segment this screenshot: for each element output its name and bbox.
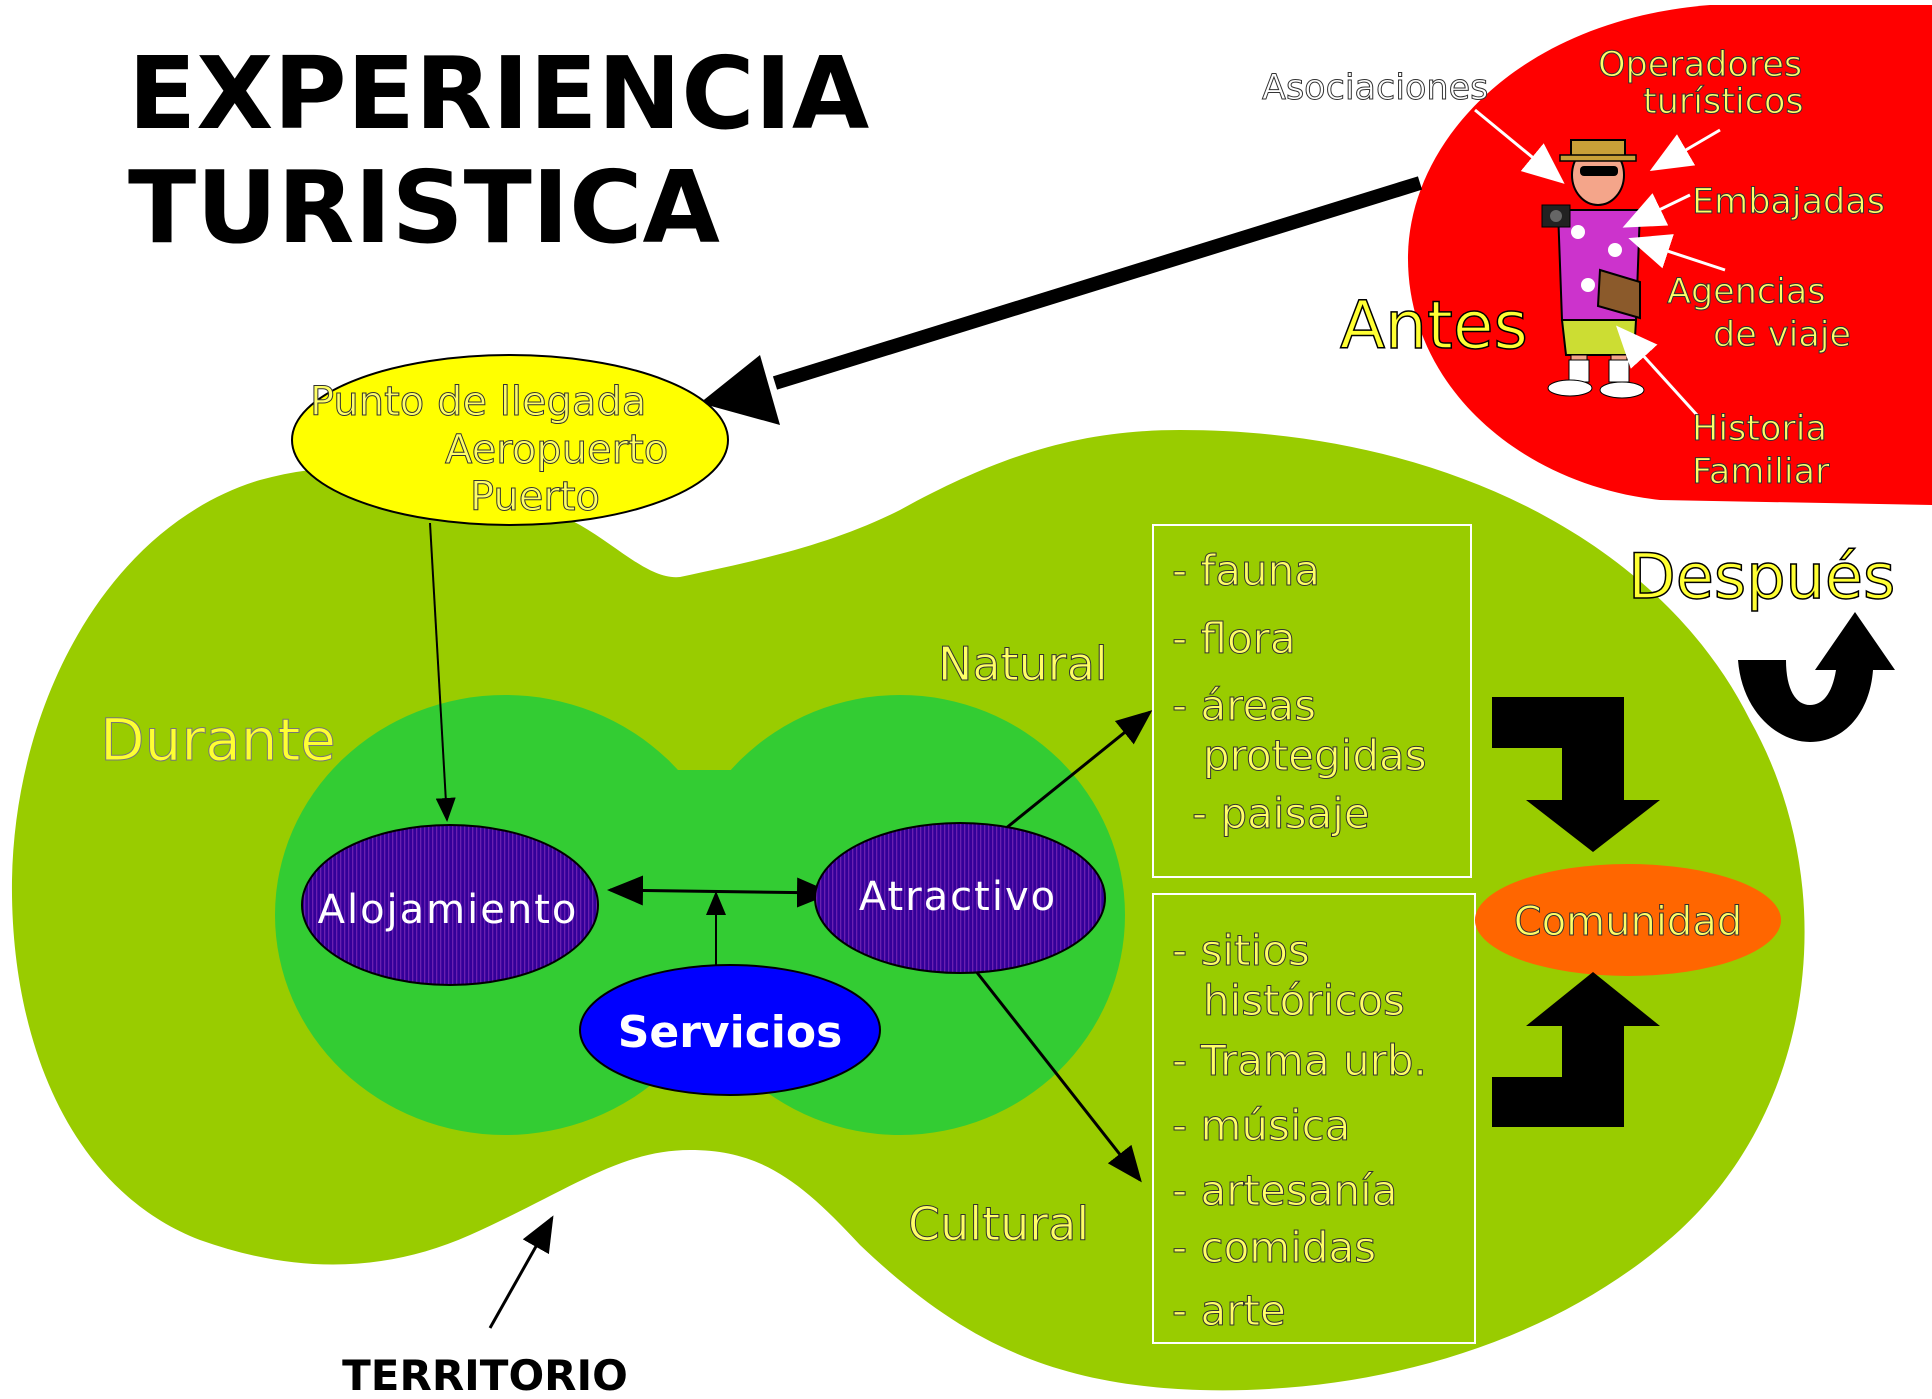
natural-item: - flora <box>1172 614 1296 663</box>
natural-item: - fauna <box>1172 546 1320 595</box>
arrival-line-1: Punto de llegada <box>310 379 646 425</box>
atractivo-label: Atractivo <box>859 874 1057 920</box>
servicios-label: Servicios <box>618 1007 843 1058</box>
label-agencias-1: Agencias <box>1667 272 1826 312</box>
block-arrow-bottom <box>1492 972 1660 1127</box>
phase-durante: Durante <box>100 706 336 774</box>
phase-antes: Antes <box>1340 287 1528 364</box>
cultural-item: - arte <box>1172 1286 1286 1335</box>
cultural-item: - música <box>1172 1101 1350 1150</box>
tourist-icon <box>1541 139 1645 399</box>
cultural-item: - comidas <box>1172 1223 1376 1272</box>
title-line-2: TURISTICA <box>128 149 720 266</box>
label-agencias-2: de viaje <box>1713 315 1851 355</box>
arrival-ellipse <box>291 354 729 526</box>
phase-despues: Después <box>1628 540 1895 613</box>
arrival-line-3: Puerto <box>470 474 600 520</box>
block-arrow-top <box>1492 697 1660 852</box>
natural-item: protegidas <box>1203 731 1427 780</box>
label-asociaciones: Asociaciones <box>1262 68 1488 108</box>
cultural-item: - artesanía <box>1172 1166 1397 1215</box>
atractivo-node <box>814 822 1106 974</box>
despues-curved-arrow <box>1738 612 1895 742</box>
cultural-item: - sitios <box>1172 926 1310 975</box>
alojamiento-label: Alojamiento <box>318 887 579 933</box>
label-historia-1: Historia <box>1692 409 1827 449</box>
servicios-node <box>579 964 881 1096</box>
territorio-label: TERRITORIO <box>342 1351 628 1399</box>
natural-item: - áreas <box>1172 681 1316 730</box>
alojamiento-node <box>301 824 599 986</box>
label-historia-2: Familiar <box>1692 452 1830 492</box>
natural-list-box <box>1152 524 1472 878</box>
arrival-line-2: Aeropuerto <box>445 427 668 473</box>
antes-to-arrival-arrowhead <box>700 355 780 425</box>
cultural-label: Cultural <box>908 1197 1089 1251</box>
cultural-item: históricos <box>1203 976 1405 1025</box>
comunidad-label: Comunidad <box>1514 899 1742 945</box>
label-operadores-1: Operadores <box>1598 45 1802 85</box>
cultural-item: - Trama urb. <box>1172 1036 1427 1085</box>
comunidad-node <box>1475 864 1781 976</box>
natural-label: Natural <box>938 637 1108 691</box>
natural-item: - paisaje <box>1192 789 1370 838</box>
cultural-list-box <box>1152 893 1476 1344</box>
title-line-1: EXPERIENCIA <box>128 35 869 152</box>
label-embajadas: Embajadas <box>1692 182 1885 222</box>
label-operadores-2: turísticos <box>1643 82 1804 122</box>
